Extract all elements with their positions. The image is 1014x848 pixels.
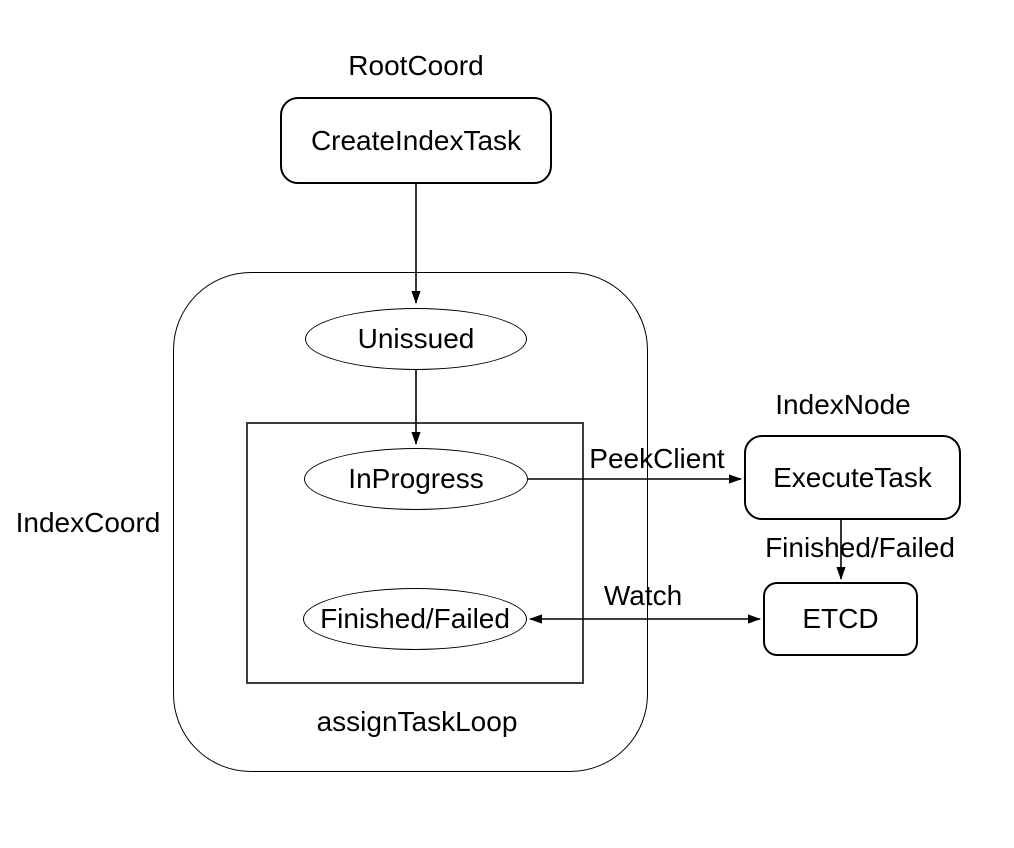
state-unissued: Unissued (305, 308, 527, 370)
node-execute-task-label: ExecuteTask (773, 461, 932, 493)
node-execute-task: ExecuteTask (744, 435, 961, 520)
edge-label-finished-failed: Finished/Failed (765, 531, 955, 563)
container-index-coord (173, 272, 648, 772)
node-create-index-task: CreateIndexTask (280, 97, 552, 184)
label-index-node: IndexNode (775, 388, 911, 420)
node-create-index-task-label: CreateIndexTask (310, 124, 522, 156)
container-assign-task-loop (246, 422, 584, 684)
state-unissued-label: Unissued (357, 323, 475, 354)
label-assign-task-loop: assignTaskLoop (316, 705, 518, 737)
state-in-progress: InProgress (304, 448, 528, 510)
state-finished-failed: Finished/Failed (303, 588, 527, 650)
edge-label-peek-client: PeekClient (589, 442, 725, 474)
label-index-coord: IndexCoord (15, 506, 161, 538)
edge-label-watch: Watch (603, 579, 683, 611)
node-etcd: ETCD (763, 582, 918, 656)
state-in-progress-label: InProgress (348, 463, 484, 494)
label-root-coord: RootCoord (348, 49, 484, 81)
node-etcd-label: ETCD (802, 603, 879, 634)
state-finished-failed-label: Finished/Failed (320, 603, 510, 634)
